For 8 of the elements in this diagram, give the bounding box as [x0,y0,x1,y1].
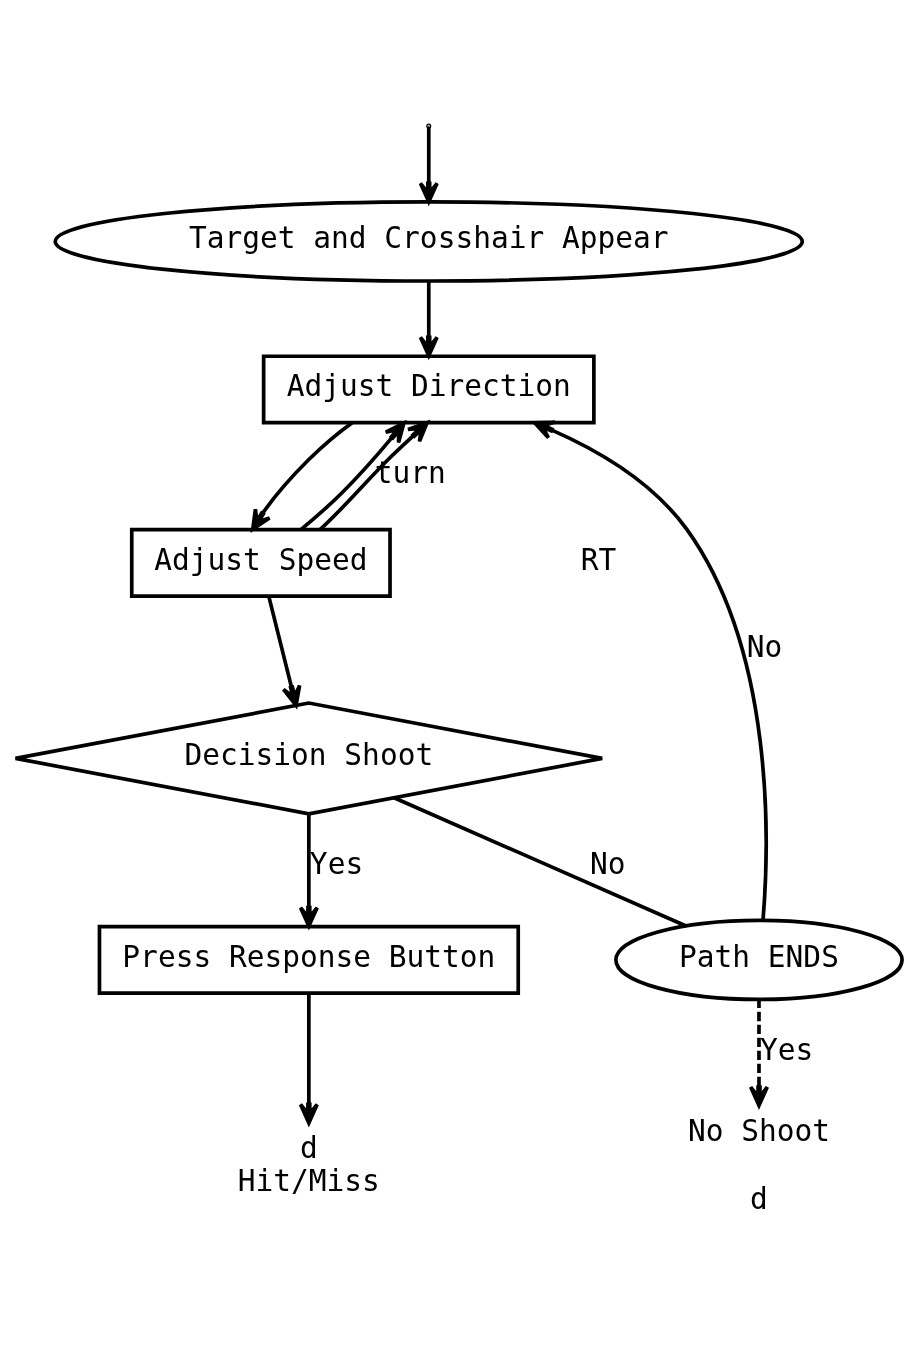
edge-label: No [746,629,783,664]
label: RT [580,542,617,577]
edge-label: Yes [760,1032,814,1067]
edge-label: turn [374,456,446,491]
node-text: d Hit/Miss [237,1131,380,1199]
node-label: d [750,1181,768,1216]
edge-label: No [589,847,626,882]
node-text: No Shoot [687,1113,831,1148]
